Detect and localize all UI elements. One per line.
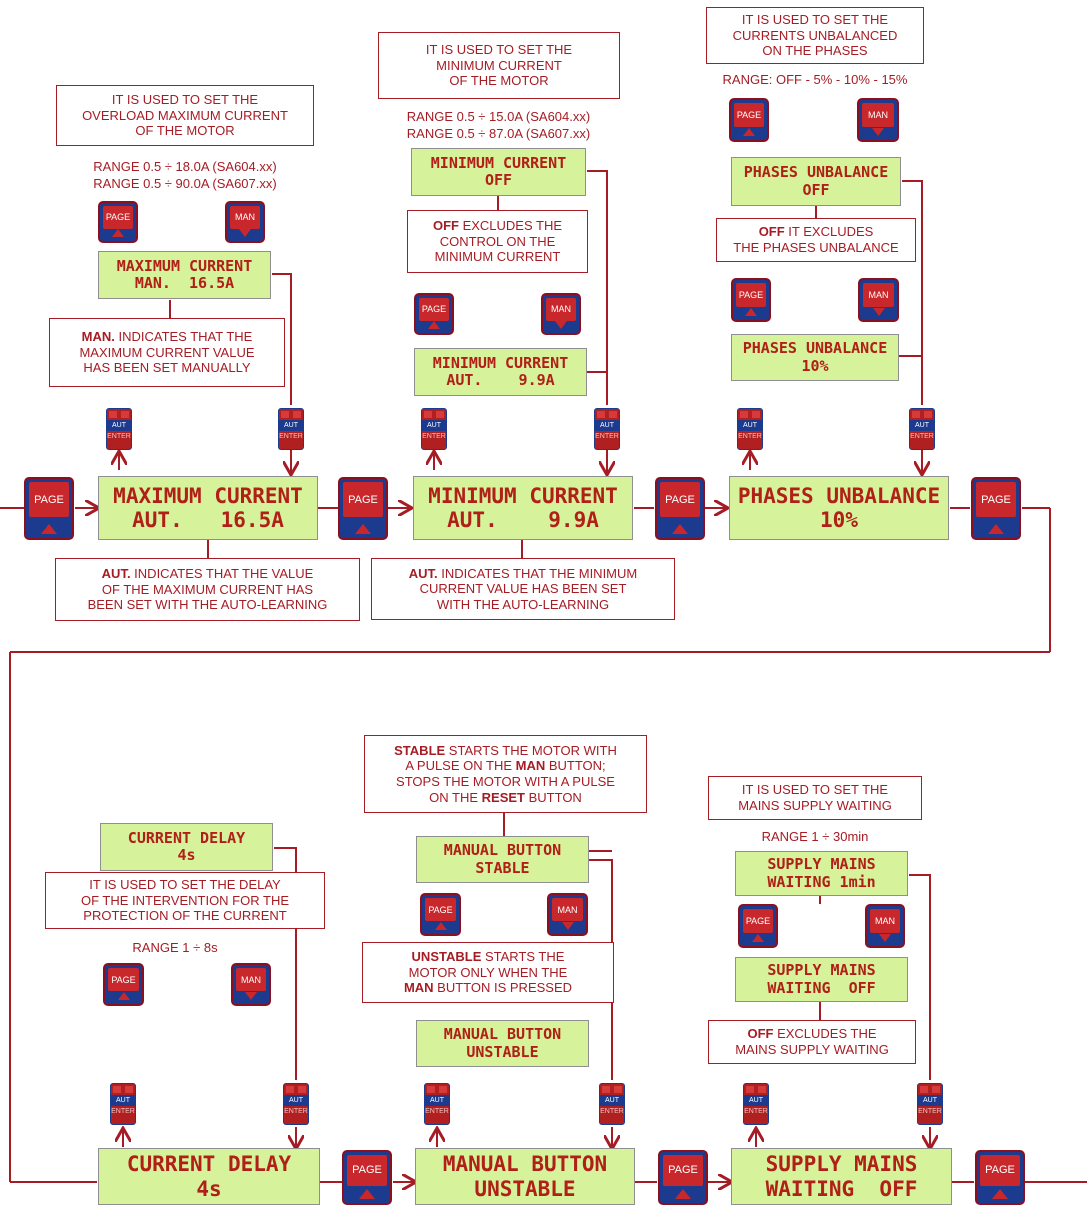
page-button[interactable]: PAGE <box>98 201 138 243</box>
max-current-range: RANGE 0.5 ÷ 18.0A (SA604.xx) RANGE 0.5 ÷… <box>93 159 277 191</box>
man-button[interactable]: MAN <box>858 278 899 322</box>
page-button[interactable]: PAGE <box>731 278 771 322</box>
manual-unstable-note: UNSTABLE STARTS THE MOTOR ONLY WHEN THE … <box>362 942 614 1003</box>
min-current-off-note: OFF EXCLUDES THE CONTROL ON THE MINIMUM … <box>407 210 588 273</box>
phases-description: IT IS USED TO SET THE CURRENTS UNBALANCE… <box>706 7 924 64</box>
min-current-range: RANGE 0.5 ÷ 15.0A (SA604.xx) RANGE 0.5 ÷… <box>406 109 591 141</box>
man-button[interactable]: MAN <box>541 293 581 335</box>
supply-range: RANGE 1 ÷ 30min <box>761 829 869 844</box>
supply-off-note: OFF EXCLUDES THE MAINS SUPPLY WAITING <box>708 1020 916 1064</box>
man-button[interactable]: MAN <box>865 904 905 948</box>
manual-stable-note: STABLE STARTS THE MOTOR WITH A PULSE ON … <box>364 735 647 813</box>
phases-off-note: OFF IT EXCLUDES THE PHASES UNBALANCE <box>716 218 916 262</box>
page-button[interactable]: PAGE <box>338 477 388 540</box>
supply-description: IT IS USED TO SET THE MAINS SUPPLY WAITI… <box>708 776 922 820</box>
page-button[interactable]: PAGE <box>24 477 74 540</box>
man-button[interactable]: MAN <box>231 963 271 1006</box>
page-button[interactable]: PAGE <box>738 904 778 948</box>
page-button[interactable]: PAGE <box>971 477 1021 540</box>
page-button[interactable]: PAGE <box>414 293 454 335</box>
max-current-description: IT IS USED TO SET THE OVERLOAD MAXIMUM C… <box>56 85 314 146</box>
max-current-aut-note: AUT. INDICATES THAT THE VALUE OF THE MAX… <box>55 558 360 621</box>
max-current-man-note: MAN. INDICATES THAT THE MAXIMUM CURRENT … <box>49 318 285 387</box>
min-current-aut-note: AUT. INDICATES THAT THE MINIMUM CURRENT … <box>371 558 675 620</box>
page-button[interactable]: PAGE <box>729 98 769 142</box>
page-button[interactable]: PAGE <box>975 1150 1025 1205</box>
page-button[interactable]: PAGE <box>658 1150 708 1205</box>
phases-range: RANGE: OFF - 5% - 10% - 15% <box>722 72 908 87</box>
current-delay-range: RANGE 1 ÷ 8s <box>132 940 218 955</box>
page-button[interactable]: PAGE <box>420 893 461 936</box>
man-button[interactable]: MAN <box>857 98 899 142</box>
page-button[interactable]: PAGE <box>655 477 705 540</box>
page-button[interactable]: PAGE <box>103 963 144 1006</box>
page-button[interactable]: PAGE <box>342 1150 392 1205</box>
current-delay-description: IT IS USED TO SET THE DELAY OF THE INTER… <box>45 872 325 929</box>
man-button[interactable]: MAN <box>225 201 265 243</box>
man-button[interactable]: MAN <box>547 893 588 936</box>
min-current-description: IT IS USED TO SET THE MINIMUM CURRENT OF… <box>378 32 620 99</box>
